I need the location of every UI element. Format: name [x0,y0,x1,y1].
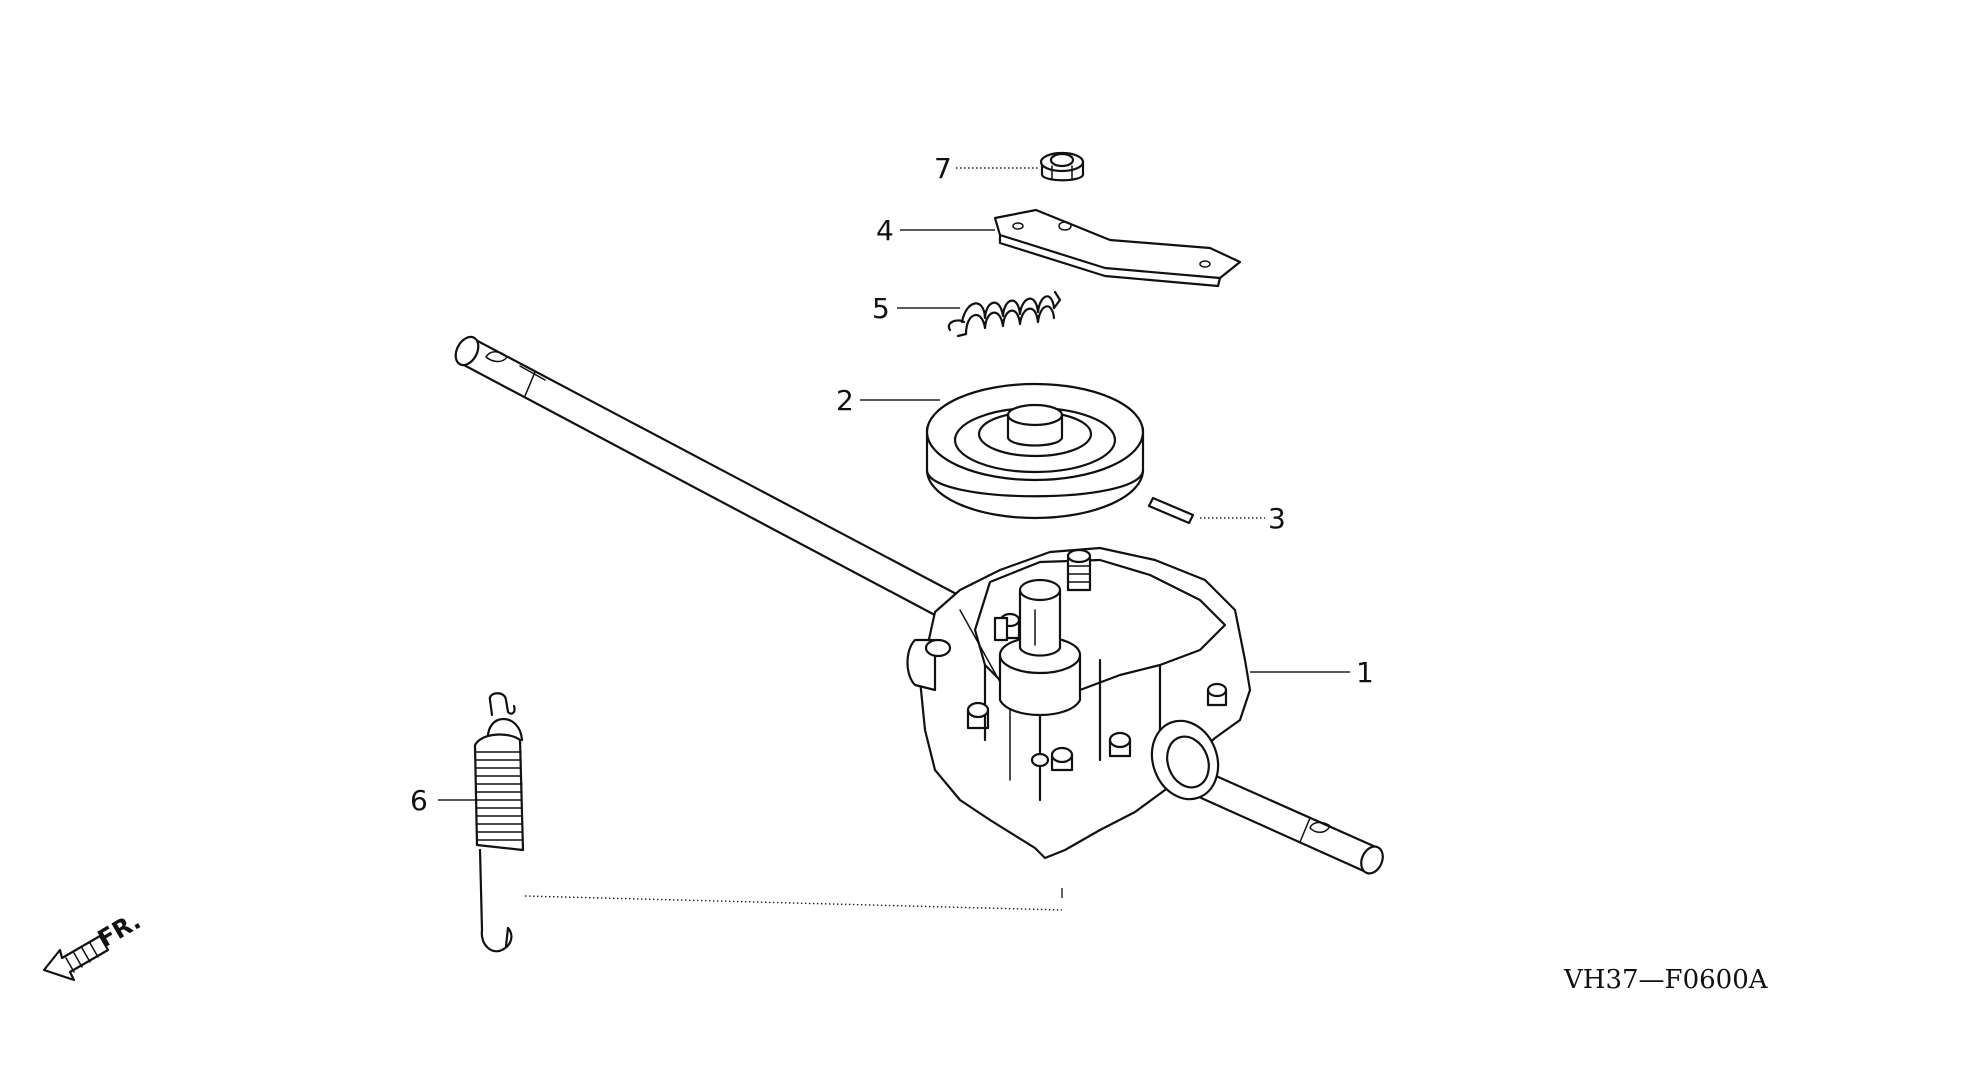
part-number-4: 4 [876,214,894,247]
part-number-2: 2 [836,384,854,417]
tension-spring [473,692,525,953]
diagram-code: VH37—F0600A [1563,965,1769,995]
part-number-5: 5 [872,292,890,325]
key [1147,496,1195,525]
pulley [925,382,1145,520]
plate [993,208,1242,288]
front-direction-arrow-icon: FR. [42,907,145,982]
part-number-7: 7 [934,152,952,185]
part-number-3: 3 [1268,502,1286,535]
nut [1039,151,1085,182]
leader-lines [438,167,1350,911]
part-number-6: 6 [410,784,428,817]
axle-shaft [454,335,1384,875]
torsion-spring [947,290,1062,338]
part-number-1: 1 [1356,656,1374,689]
gearbox [906,546,1252,860]
